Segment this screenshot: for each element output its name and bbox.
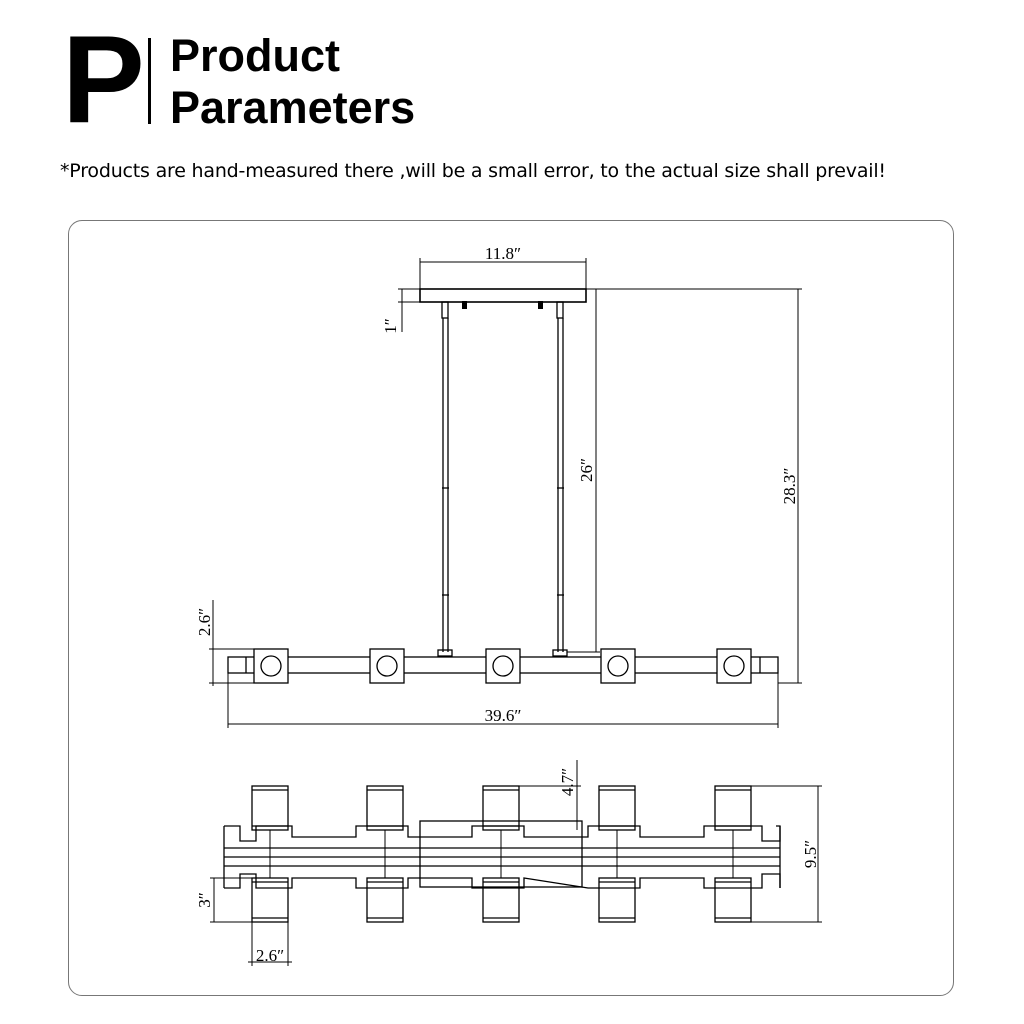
label-overall-height: 28.3″ — [780, 468, 799, 505]
dim-overall-length — [227, 673, 779, 728]
dim-shade-height — [210, 877, 252, 923]
dim-overall-height — [600, 288, 802, 684]
shades-top-row — [251, 785, 752, 831]
light-modules — [253, 648, 752, 684]
measurement-notice: *Products are hand-measured there ,will … — [60, 160, 886, 182]
label-canopy-width: 11.8″ — [485, 244, 521, 263]
label-overall-width: 9.5″ — [801, 840, 820, 868]
dim-overall-width — [751, 785, 822, 923]
label-fixture-height: 2.6″ — [195, 608, 214, 636]
label-canopy-height: 1″ — [381, 318, 400, 334]
fixture-bar — [227, 648, 779, 684]
frame-inner-rails — [224, 847, 780, 867]
label-rod-length: 26″ — [577, 458, 596, 482]
title-line-1: Product — [170, 30, 341, 81]
dim-canopy-height — [398, 288, 420, 332]
header-divider — [148, 38, 151, 124]
canopy — [419, 288, 587, 303]
label-shade-height: 3″ — [195, 892, 214, 908]
suspension-rod-right — [552, 301, 568, 657]
dim-canopy-width — [419, 258, 587, 289]
canopy-screw-right — [538, 301, 543, 309]
diagram-panel — [68, 220, 954, 996]
dim-fixture-height — [209, 600, 254, 686]
front-view — [209, 258, 802, 728]
page-title: Product Parameters — [170, 30, 415, 134]
suspension-rod-left — [437, 301, 453, 657]
shades-bottom-row — [251, 877, 752, 923]
label-shade-width: 2.6″ — [256, 946, 284, 965]
title-line-2: Parameters — [170, 82, 416, 133]
dim-rod-length — [567, 288, 600, 653]
top-view — [210, 760, 822, 966]
label-shade-length: 4.7″ — [558, 768, 577, 796]
header-letter: P — [62, 11, 145, 149]
dim-shade-width — [248, 922, 292, 966]
canopy-outline-top — [419, 820, 583, 888]
label-overall-length: 39.6″ — [485, 706, 522, 725]
dim-shade-length — [519, 760, 581, 830]
shade-stems — [269, 830, 734, 878]
canopy-screw-left — [462, 301, 467, 309]
